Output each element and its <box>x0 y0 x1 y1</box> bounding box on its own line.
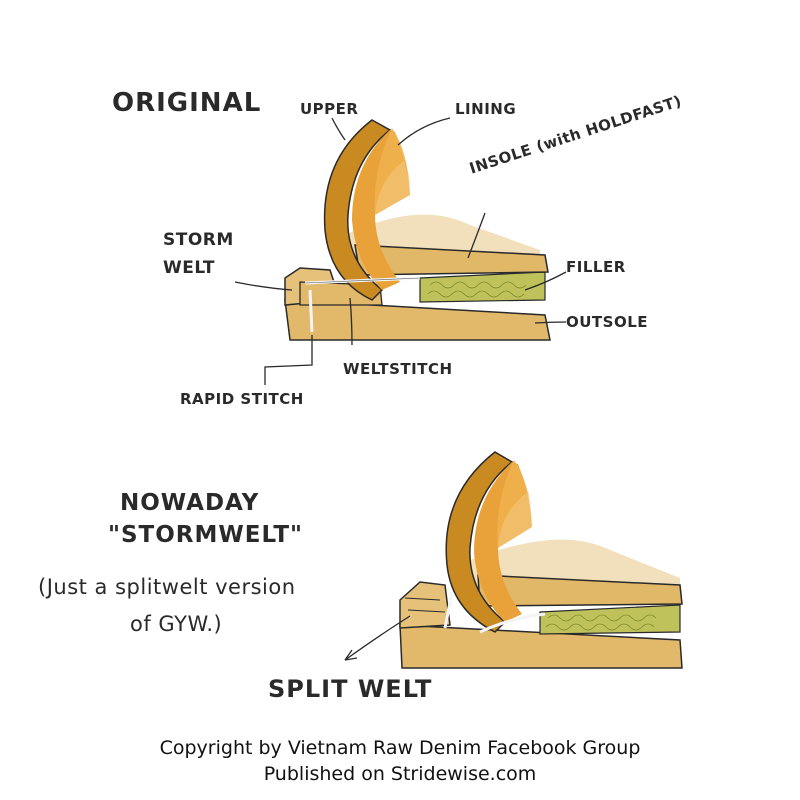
storm-welt-leader <box>234 281 293 291</box>
filler-texture <box>427 281 527 298</box>
outsole-shape <box>284 299 551 341</box>
original-title: ORIGINAL <box>112 88 262 118</box>
upper-label: UPPER <box>300 100 359 118</box>
upper-leather-shape <box>323 119 392 301</box>
outsole-shape-2 <box>399 624 683 669</box>
splitwelt-diagram <box>344 451 683 669</box>
outsole-label: OUTSOLE <box>566 313 649 331</box>
lining-highlight-2 <box>497 460 532 548</box>
lining-shape-2 <box>474 462 535 622</box>
splitwelt-note-line2: of GYW.) <box>130 612 223 636</box>
original-welt-diagram <box>234 117 567 385</box>
upper-leader <box>331 117 346 141</box>
filler-texture-2 <box>545 614 657 631</box>
insole-leader <box>467 212 486 259</box>
upper-leather-shape-2 <box>445 451 514 633</box>
split-welt-leader <box>344 615 411 661</box>
weltstitch-leader <box>349 297 353 346</box>
split-welt-label: SPLIT WELT <box>268 675 433 703</box>
lining-highlight <box>374 128 410 215</box>
split-welt-arrow <box>344 649 358 661</box>
copyright-line: Copyright by Vietnam Raw Denim Facebook … <box>159 737 641 759</box>
lining-leader <box>397 117 451 146</box>
weltstitch-label: WELTSTITCH <box>343 360 453 378</box>
filler-shape <box>419 271 546 303</box>
split-welt-shape <box>399 581 451 629</box>
outsole-leader <box>534 321 567 324</box>
stitch-thread-2 <box>443 591 546 634</box>
filler-label: FILLER <box>566 258 626 276</box>
published-line: Published on Stridewise.com <box>263 763 537 785</box>
lining-shape <box>352 130 412 290</box>
weltstitch-thread-outline <box>304 277 421 284</box>
filler-leader <box>524 271 567 291</box>
stormwelt-title: "STORMWELT" <box>108 522 303 548</box>
nowaday-title: NOWADAY <box>120 490 260 516</box>
rapid-stitch-label: RAPID STITCH <box>180 390 304 408</box>
splitwelt-note-line1: (Just a splitwelt version <box>38 575 296 599</box>
lining-label: LINING <box>455 100 517 118</box>
storm-welt-label-line1: STORM <box>163 230 234 250</box>
welt-step-lines <box>404 597 446 613</box>
rapid-stitch-leader <box>264 335 313 385</box>
storm-welt-label-line2: WELT <box>163 258 215 278</box>
